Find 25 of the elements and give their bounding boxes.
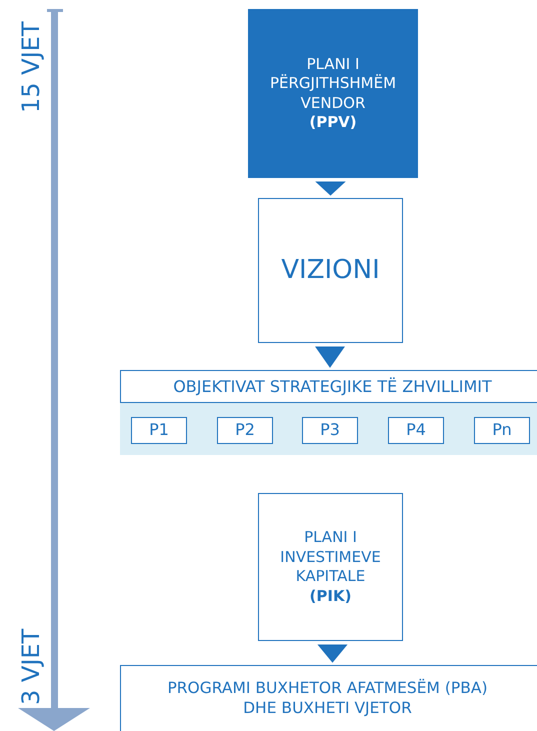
process-box (474, 417, 530, 444)
box-label: P2 (235, 420, 255, 441)
process-box (258, 198, 403, 343)
box-label: P4 (406, 420, 426, 441)
process-box (248, 9, 418, 178)
timeline-label: 15 VJET (18, 22, 44, 113)
box-label: P1 (149, 420, 169, 441)
objectives-header: OBJEKTIVAT STRATEGJIKE TË ZHVILLIMIT (120, 370, 537, 403)
objectives-panel (120, 370, 537, 455)
timeline-label: 3 VJET (18, 628, 44, 705)
box-label: PLANI I PËRGJITHSHMËM VENDOR (PPV) (268, 54, 398, 132)
process-box (131, 417, 187, 444)
process-box (388, 417, 444, 444)
arrow (317, 644, 348, 663)
box-label: P3 (320, 420, 340, 441)
box-label: PLANI I INVESTIMEVE KAPITALE (PIK) (279, 528, 382, 606)
process-box (217, 417, 273, 444)
box-label: VIZIONI (281, 254, 380, 287)
box-label: PROGRAMI BUXHETOR AFATMESËM (PBA) DHE BUXHETI VJETOR (166, 678, 489, 718)
process-box (302, 417, 358, 444)
arrow (315, 346, 345, 368)
box-label: Pn (492, 420, 512, 441)
arrow (315, 182, 346, 196)
process-box (258, 493, 403, 641)
process-box (120, 665, 537, 731)
